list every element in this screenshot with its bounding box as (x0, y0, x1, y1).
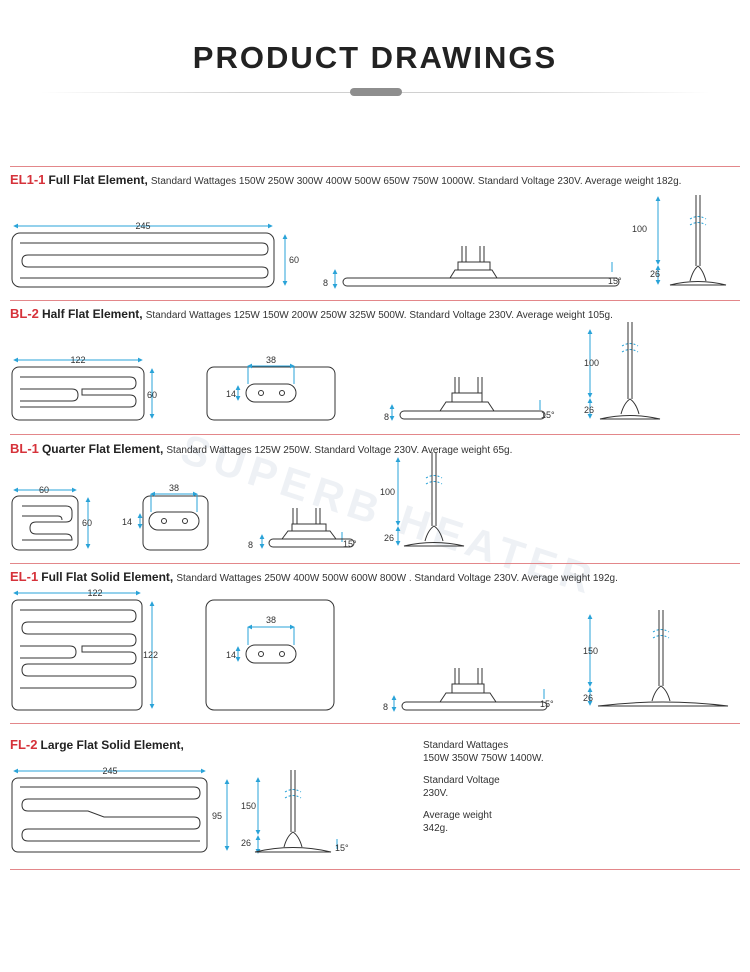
dim-label: 14 (226, 650, 236, 660)
bl-1-bottom-view (142, 495, 209, 551)
el-1-side-view (401, 668, 548, 711)
dim-label: 15° (540, 699, 554, 709)
el1-1-pin-view (669, 195, 727, 286)
dim-label: 8 (248, 540, 253, 550)
bl-2-pin-view (599, 322, 661, 420)
model-code: BL-2 (10, 306, 39, 321)
dim-label: 38 (266, 615, 276, 625)
dim-label: 8 (323, 278, 328, 288)
model-code: FL-2 (10, 737, 38, 752)
dim-label: 122 (143, 650, 158, 660)
dim-label: 26 (650, 269, 660, 279)
section-divider (10, 563, 740, 564)
dim-label: 14 (122, 517, 132, 527)
dim-label: 245 (135, 221, 150, 231)
section-header-fl-2: FL-2 Large Flat Solid Element, (10, 737, 184, 752)
el-1-top-view (11, 599, 143, 711)
dim-label: 122 (87, 588, 102, 598)
fl-2-dimensions (13, 768, 338, 854)
title-pill (350, 88, 402, 96)
dim-label: 60 (289, 255, 299, 265)
section-divider (10, 166, 740, 167)
model-code: EL-1 (10, 569, 39, 584)
wattage-label: Standard Wattages (423, 740, 509, 751)
dim-label: 38 (266, 355, 276, 365)
dim-label: 26 (241, 838, 251, 848)
section-divider (10, 723, 740, 724)
dim-label: 60 (39, 485, 49, 495)
dim-label: 8 (384, 412, 389, 422)
model-name: Quarter Flat Element, (41, 442, 164, 456)
model-spec: Standard Wattages 125W 150W 200W 250W 32… (145, 310, 613, 321)
bl-2-dimensions (13, 357, 541, 421)
bl-1-pin-view (403, 452, 465, 547)
dim-label: 26 (584, 405, 594, 415)
dim-label: 15° (343, 539, 357, 549)
model-code: EL1-1 (10, 172, 46, 187)
wattage-values: 150W 350W 750W 1400W. (423, 752, 544, 764)
voltage-value: 230V. (423, 787, 449, 799)
dim-label: 122 (70, 355, 85, 365)
voltage-label: Standard Voltage (423, 775, 500, 786)
dim-label: 60 (147, 390, 157, 400)
dim-label: 15° (608, 276, 622, 286)
dim-label: 60 (82, 518, 92, 528)
dim-label: 15° (335, 843, 349, 853)
dim-label: 8 (383, 702, 388, 712)
section-divider (10, 300, 740, 301)
dim-label: 100 (584, 358, 599, 368)
el-1-dimensions (13, 590, 593, 712)
el1-1-top-view (11, 232, 275, 288)
section-header-el-1: EL-1 Full Flat Solid Element, Standard W… (10, 569, 618, 584)
fl-2-pin-view (254, 770, 332, 853)
dim-label: 95 (212, 811, 222, 821)
bl-2-top-view (11, 366, 145, 421)
section-header-el1-1: EL1-1 Full Flat Element, Standard Wattag… (10, 172, 681, 187)
section-divider (10, 869, 740, 870)
section-header-bl-1: BL-1 Quarter Flat Element, Standard Watt… (10, 441, 512, 456)
dim-label: 150 (241, 801, 256, 811)
dim-label: 100 (632, 224, 647, 234)
dim-label: 245 (102, 766, 117, 776)
fl-2-spec-block: Standard Wattages 150W 350W 750W 1400W. … (423, 740, 544, 845)
dim-label: 100 (380, 487, 395, 497)
el1-1-dimensions (13, 223, 613, 289)
model-code: BL-1 (10, 441, 39, 456)
section-header-bl-2: BL-2 Half Flat Element, Standard Wattage… (10, 306, 613, 321)
el1-1-side-view (342, 246, 620, 287)
dim-label: 26 (583, 693, 593, 703)
dim-label: 15° (541, 410, 555, 420)
model-name: Full Flat Solid Element, (41, 570, 174, 584)
bl-2-side-view (399, 377, 546, 420)
model-spec: Standard Wattages 150W 250W 300W 400W 50… (150, 176, 682, 187)
model-name: Large Flat Solid Element, (40, 738, 184, 752)
bl-1-top-view (11, 495, 79, 551)
dim-label: 26 (384, 533, 394, 543)
dim-label: 150 (583, 646, 598, 656)
bl-1-side-view (268, 508, 355, 548)
weight-value: 342g. (423, 822, 449, 834)
model-name: Half Flat Element, (41, 307, 143, 321)
model-spec: Standard Wattages 250W 400W 500W 600W 80… (176, 573, 618, 584)
page-title: PRODUCT DRAWINGS (192, 40, 558, 75)
bl-1-dimensions (13, 457, 401, 549)
el-1-pin-view (597, 610, 729, 707)
fl-2-top-view (11, 777, 208, 853)
section-divider (10, 434, 740, 435)
model-spec: Standard Wattages 125W 250W. Standard Vo… (166, 445, 513, 456)
dim-label: 38 (169, 483, 179, 493)
dim-label: 14 (226, 389, 236, 399)
el-1-bottom-view (205, 599, 335, 711)
weight-label: Average weight (423, 810, 492, 821)
model-name: Full Flat Element, (48, 173, 148, 187)
